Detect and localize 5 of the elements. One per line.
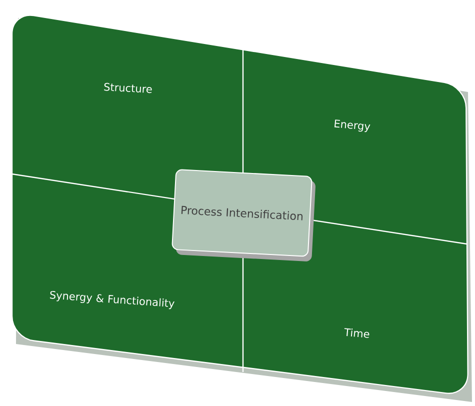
- quadrant-label: Synergy & Functionality: [50, 290, 174, 310]
- quadrant-label: Energy: [334, 120, 370, 132]
- quadrant-label: Structure: [104, 82, 152, 94]
- center-box: Process Intensification: [172, 169, 312, 257]
- quadrant-label: Time: [344, 328, 370, 338]
